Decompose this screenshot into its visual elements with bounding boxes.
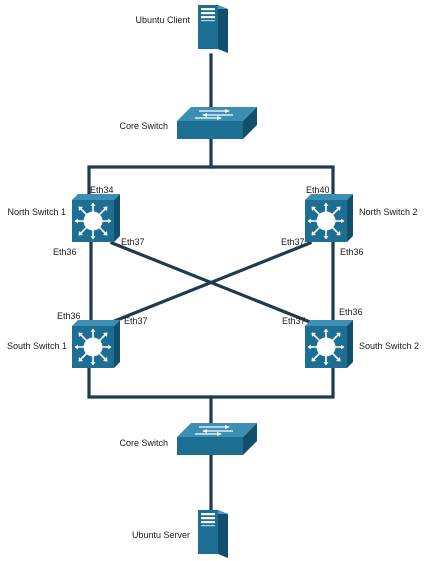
core-switch-top-label: Core Switch	[119, 121, 168, 131]
link-n2-s1	[109, 240, 313, 325]
layer3-switch-icon	[72, 194, 120, 242]
north-switch-2-node[interactable]: North Switch 2	[305, 194, 418, 242]
port-label-n1-eth34: Eth34	[90, 185, 114, 195]
layer3-switch-icon	[72, 320, 120, 368]
north-switch-1-label: North Switch 1	[7, 207, 66, 217]
port-label-n2-eth37: Eth37	[281, 237, 305, 247]
workgroup-switch-icon	[177, 107, 257, 139]
port-label-n2-eth40: Eth40	[306, 185, 330, 195]
port-label-s2-eth37: Eth37	[282, 316, 306, 326]
north-switch-1-node[interactable]: North Switch 1	[7, 194, 120, 242]
south-switch-1-node[interactable]: South Switch 1	[7, 320, 120, 368]
south-switch-1-label: South Switch 1	[7, 341, 67, 351]
port-label-n1-eth36: Eth36	[53, 247, 77, 257]
server-tower-icon	[198, 5, 228, 53]
port-label-n2-eth36: Eth36	[340, 247, 364, 257]
workgroup-switch-icon	[177, 423, 257, 455]
core-switch-bottom-node[interactable]: Core Switch	[119, 423, 257, 455]
port-labels: Eth34 Eth36 Eth37 Eth40 Eth37 Eth36 Eth3…	[53, 185, 364, 326]
link-core-north2	[209, 165, 335, 196]
ubuntu-client-label: Ubuntu Client	[135, 15, 190, 25]
ubuntu-server-node[interactable]: Ubuntu Server	[132, 510, 228, 558]
ubuntu-server-label: Ubuntu Server	[132, 530, 190, 540]
south-switch-2-label: South Switch 2	[359, 341, 419, 351]
port-label-s1-eth36: Eth36	[57, 311, 81, 321]
port-label-s1-eth37: Eth37	[124, 316, 148, 326]
link-core-north	[87, 138, 213, 196]
server-tower-icon	[198, 510, 228, 558]
core-switch-top-node[interactable]: Core Switch	[119, 107, 257, 139]
layer3-switch-icon	[305, 320, 353, 368]
link-south-core	[87, 366, 335, 399]
north-switch-2-label: North Switch 2	[359, 207, 418, 217]
port-label-n1-eth37: Eth37	[121, 237, 145, 247]
layer3-switch-icon	[305, 194, 353, 242]
south-switch-2-node[interactable]: South Switch 2	[305, 320, 419, 368]
port-label-s2-eth36: Eth36	[339, 307, 363, 317]
links	[87, 53, 335, 514]
ubuntu-client-node[interactable]: Ubuntu Client	[135, 5, 228, 53]
core-switch-bottom-label: Core Switch	[119, 438, 168, 448]
